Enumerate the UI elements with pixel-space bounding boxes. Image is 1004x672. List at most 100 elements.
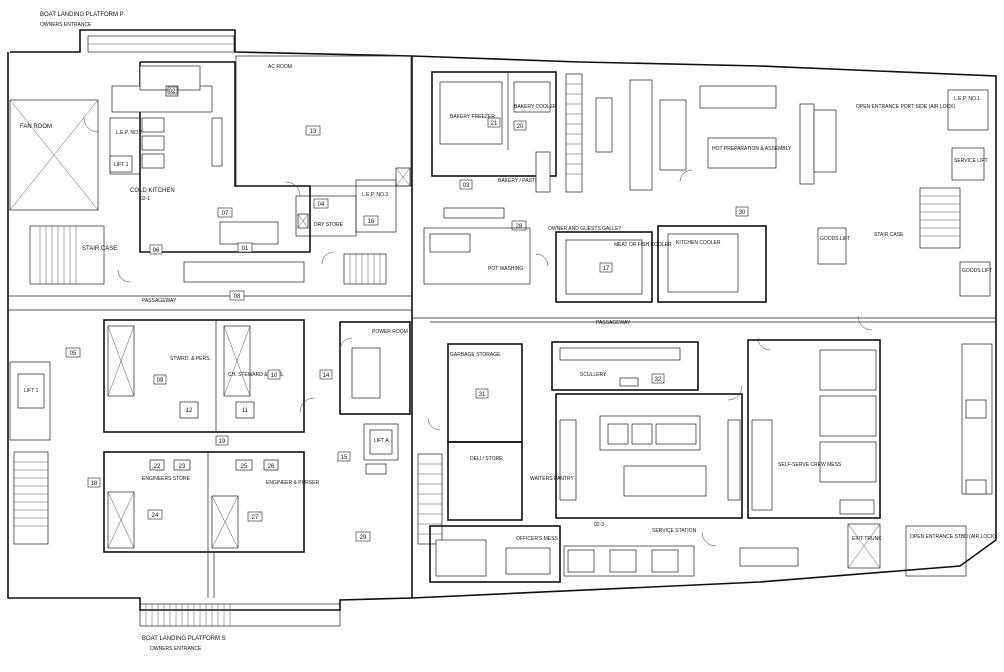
label-meat-fish-cooler: MEAT OR FISH COOLER: [614, 242, 672, 248]
label-lift-a: LIFT A: [374, 438, 389, 444]
room-no-11: 11: [242, 408, 249, 414]
room-no-06: 06: [153, 248, 160, 254]
room-no-12: 12: [186, 408, 193, 414]
room-no-20: 20: [517, 124, 524, 130]
label-goods-lift-2: GOODS LIFT: [962, 268, 992, 274]
label-owner-galley: OWNER AND GUESTS GALLEY: [548, 226, 622, 232]
room-no-02: 02: [169, 89, 176, 95]
label-steward: STWRD. & PERS.: [170, 356, 211, 362]
room-no-16: 16: [368, 219, 375, 225]
label-kitchen-cooler: KITCHEN COOLER: [676, 240, 721, 246]
room-no-27: 27: [252, 515, 259, 521]
bakery-pastry: BAKERY / PASTRY 03 28: [443, 151, 551, 231]
label-service-station: SERVICE STATION: [652, 528, 697, 534]
room-no-05: 05: [70, 351, 77, 357]
label-bakery-pastry: BAKERY / PASTRY: [498, 178, 542, 184]
room-no-32: 32: [655, 377, 662, 383]
room-no-10: 10: [271, 373, 278, 379]
label-passageway-1: PASSAGEWAY: [142, 298, 177, 304]
label-lep-no1: L.E.P. NO.1: [954, 96, 980, 102]
room-no-17: 17: [603, 266, 610, 272]
label-deli-store: DELI / STORE: [470, 456, 503, 462]
label-self-serve-crew: SELF-SERVE CREW MESS: [778, 462, 842, 468]
label-lep-no3: L.E.P. NO.3: [362, 192, 388, 198]
deli-store: DELI / STORE: [417, 441, 523, 545]
label-power-room: POWER ROOM: [372, 329, 408, 335]
lift-1-shaft: LIFT 1 05: [9, 347, 81, 441]
label-bakery-cooler: BAKERY COOLER: [514, 104, 557, 110]
hot-preparation-area: HOT PREPARATION & ASSEMBLY 30: [565, 73, 837, 217]
room-no-24: 24: [152, 513, 159, 519]
label-passageway-2: PASSAGEWAY: [596, 320, 631, 326]
room-no-08: 08: [234, 294, 241, 300]
label-lift-1: LIFT 1: [24, 388, 39, 394]
label-engineer: ENGINEER & PURSER: [266, 480, 319, 486]
passageway-right: PASSAGEWAY: [596, 320, 631, 326]
room-no-03: 03: [463, 183, 470, 189]
label-stair-case-3: STAIR CASE: [874, 232, 904, 238]
right-wing-stair: [961, 343, 993, 495]
pot-washing: POT WASHING: [423, 227, 531, 285]
label-stair-1: STAIR CASE: [82, 246, 117, 252]
stair-case-left-lower: 18: [13, 451, 101, 545]
self-serve-crew-mess: SELF-SERVE CREW MESS: [747, 339, 881, 519]
room-no-13: 13: [310, 129, 317, 135]
room-no-26: 26: [268, 464, 275, 470]
officers-mess: OFFICER'S MESS 02-3: [429, 522, 604, 583]
exit-trunk: EXIT TRUNK: [847, 523, 882, 569]
door-swings: [83, 117, 873, 547]
service-lift-stair-right: OPEN ENTRANCE PORT SIDE (AIR LOCK) L.E.P…: [817, 89, 992, 297]
label-goods-lift: GOODS LIFT: [820, 236, 850, 242]
room-no-29: 29: [360, 535, 367, 541]
room-no-19: 19: [219, 439, 226, 445]
label-service-lift: SERVICE LIFT: [954, 158, 988, 164]
label-cold-kitchen-code: 02-1: [140, 196, 150, 202]
label-lift-small: LIFT 1: [114, 162, 129, 168]
label-pot-washing: POT WASHING: [488, 266, 523, 272]
lift-a: LIFT A 15 29: [337, 423, 399, 542]
label-crew-mess-code: 02-3: [594, 522, 604, 528]
room-no-23: 23: [179, 464, 186, 470]
label-scullery: SCULLERY: [580, 372, 607, 378]
label-boat-bottom: BOAT LANDING PLATFORM S: [142, 636, 226, 642]
stair-case-center-upper: [343, 253, 387, 285]
lep-no2: L.E.P. NO.2 LIFT 1: [109, 117, 142, 175]
fan-room: FAN ROOM: [9, 99, 99, 211]
label-fan-room: FAN ROOM: [20, 124, 52, 130]
room-no-09: 09: [157, 378, 164, 384]
owner-guests-galley: OWNER AND GUESTS GALLEY MEAT OR FISH COO…: [548, 225, 767, 303]
room-no-25: 25: [241, 464, 248, 470]
label-chief-steward: CH. STEWARD & PERS.: [228, 372, 284, 378]
cold-kitchen-block: 02 07 01 COLD KITCHEN 02-1: [111, 61, 311, 283]
room-no-14: 14: [323, 373, 330, 379]
label-owners-top: OWNERS ENTRANCE: [40, 22, 92, 28]
room-no-21: 21: [491, 121, 498, 127]
room-no-18: 18: [91, 481, 98, 487]
passageway-left: PASSAGEWAY 08 06: [142, 244, 245, 304]
scullery: SCULLERY 32: [551, 341, 699, 391]
room-no-01: 01: [242, 246, 249, 252]
label-dry-store: DRY STORE: [314, 222, 344, 228]
room-no-31: 31: [479, 392, 486, 398]
label-ac-room: AC ROOM: [268, 64, 292, 70]
room-no-22: 22: [154, 464, 161, 470]
label-boat-top: BOAT LANDING PLATFORM P: [40, 12, 124, 18]
stair-case-left-upper: STAIR CASE: [29, 225, 117, 285]
garbage-storage: GARBAGE STORAGE 31: [447, 343, 523, 443]
label-bakery-freezer: BAKERY FREEZER: [450, 114, 495, 120]
label-garbage-storage: GARBAGE STORAGE: [450, 352, 501, 358]
room-no-15: 15: [341, 455, 348, 461]
boat-landing-platform-bottom: BOAT LANDING PLATFORM S OWNERS ENTRANCE: [139, 603, 341, 652]
label-open-entrance-aft: OPEN ENTRANCE PORT SIDE (AIR LOCK): [856, 104, 956, 110]
cabin-block-lower: ENGINEERS STORE ENGINEER & PURSER 22 23 …: [103, 451, 319, 598]
label-officers-mess: OFFICER'S MESS: [516, 536, 558, 542]
label-lep-no2: L.E.P. NO.2: [116, 130, 142, 136]
boat-landing-platform-top: BOAT LANDING PLATFORM P OWNERS ENTRANCE: [40, 12, 235, 53]
service-station: SERVICE STATION: [563, 528, 799, 577]
label-machinist-store: ENGINEERS STORE: [142, 476, 191, 482]
cabin-block-upper: STWRD. & PERS. CH. STEWARD & PERS. 09 10…: [103, 319, 305, 446]
ac-room: AC ROOM 13: [235, 55, 412, 187]
power-room: POWER ROOM 14: [319, 321, 411, 415]
label-owners-bottom: OWNERS ENTRANCE: [150, 646, 202, 652]
room-no-04: 04: [318, 202, 325, 208]
